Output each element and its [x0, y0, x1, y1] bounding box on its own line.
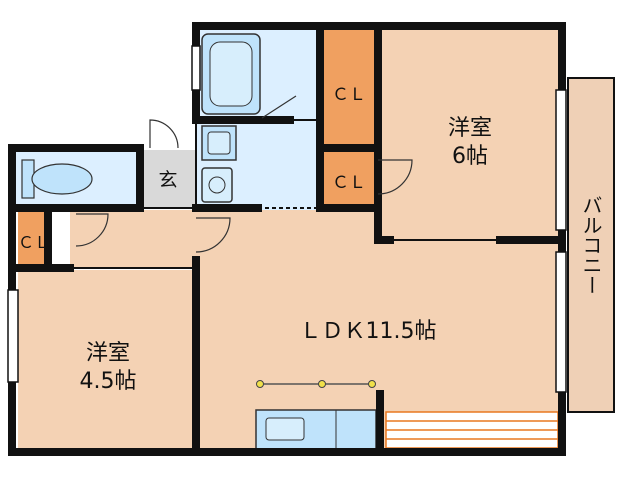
closet-upper-label: ＣＬ — [332, 85, 366, 105]
hall-floor — [70, 210, 198, 268]
closet-left — [18, 210, 48, 268]
closet-left-label: ＣＬ — [18, 233, 50, 252]
light-fixture — [318, 380, 326, 388]
closet-upper — [322, 28, 376, 146]
western-room-small-size: 4.5帖 — [80, 369, 137, 394]
doors — [75, 95, 413, 253]
window — [555, 251, 567, 393]
western-room-small-floor — [18, 270, 196, 450]
entrance-label: 玄 — [158, 169, 177, 191]
balcony-floor — [567, 77, 615, 413]
ldk-label: ＬＤＫ11.5帖 — [300, 319, 437, 344]
western-room-large-floor — [378, 28, 560, 240]
closet-middle — [322, 150, 376, 208]
window — [555, 89, 567, 231]
closet-middle-label: ＣＬ — [332, 173, 366, 193]
toilet-bowl — [31, 163, 93, 195]
window — [7, 289, 19, 383]
bathtub-inner — [209, 41, 253, 107]
thin-partitions — [70, 119, 500, 269]
window — [191, 45, 201, 91]
wash-basin-bowl — [207, 131, 231, 155]
western-room-large-size: 6帖 — [452, 144, 488, 169]
washing-machine — [201, 167, 233, 203]
entrance-floor — [140, 150, 196, 208]
balcony-label: バルコニー — [579, 195, 603, 295]
light-fixture — [256, 380, 264, 388]
western-room-small-name: 洋室 — [86, 341, 130, 366]
washing-machine-drum — [208, 176, 226, 194]
light-fixture — [368, 380, 376, 388]
western-room-large-name: 洋室 — [448, 116, 492, 141]
kitchen-sink — [265, 417, 305, 441]
